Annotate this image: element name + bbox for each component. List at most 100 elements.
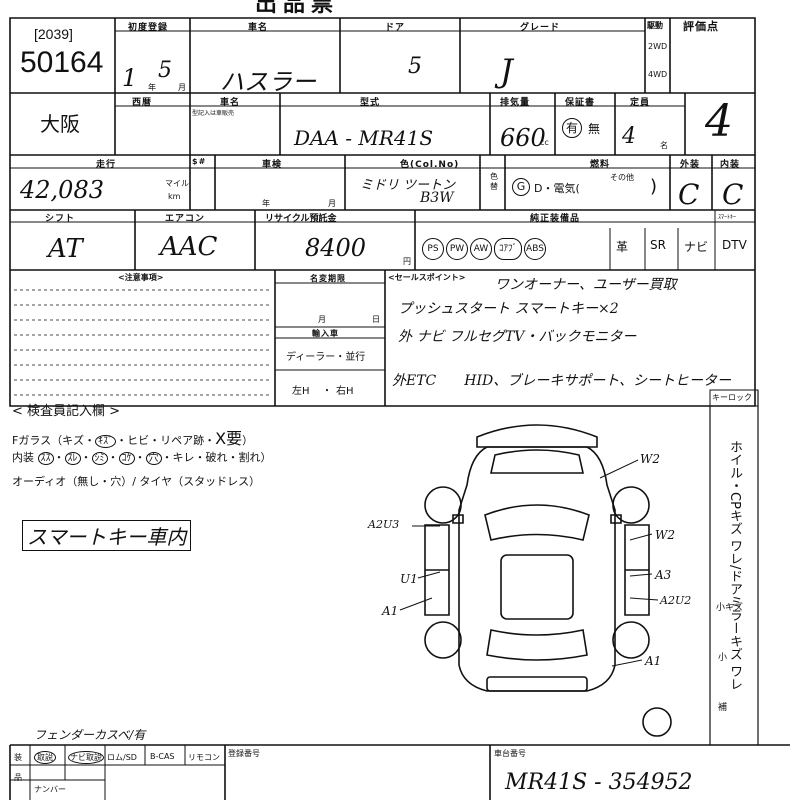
score-label: 評価点 — [683, 20, 719, 33]
cc-unit: cc — [540, 138, 549, 147]
small-scratch-label: 小キズ — [716, 603, 744, 613]
key-label: ｽﾏｰﾄｷｰ — [718, 214, 737, 221]
interior-grade: C — [722, 178, 744, 211]
hand-r: 右H — [336, 386, 354, 397]
first-reg-label: 初度登録 — [128, 23, 169, 33]
damage-right-mid: A3 — [655, 568, 672, 582]
interior-line-label: 内装 — [12, 451, 34, 464]
notes-label: <注意事項> — [118, 273, 164, 282]
exterior-label: 外装 — [680, 160, 701, 170]
sales-line-4: 外ETC HID、ブレーキサポート、シートヒーター — [392, 373, 731, 389]
interior-item-5: 穴 — [145, 452, 162, 465]
right-vertical-text: ホイル・CPキズ ワレ/ドアミラーキズ ワレ — [727, 440, 742, 691]
model-type-label: 型式 — [360, 98, 381, 108]
reg-no-label: 登録番号 — [228, 749, 260, 758]
damage-left-front: A2U3 — [368, 518, 400, 531]
interior-label: 内装 — [720, 160, 741, 170]
sheet-title: 出品票 — [255, 0, 340, 16]
equip-leather: 革 — [616, 240, 629, 254]
displacement-value: 660 — [500, 124, 546, 152]
grade-label: グレード — [520, 23, 561, 33]
damage-front: W2 — [640, 452, 660, 466]
bottom-label-2: 品 — [14, 773, 22, 782]
model-value: DAA - MR41S — [294, 126, 434, 150]
bottom-item-1: 取説 — [34, 751, 56, 764]
smart-key-box: スマートキー車内 — [22, 520, 192, 551]
f-glass-circled: ｷｽﾞ — [95, 435, 117, 448]
color-value: ミドリ ツートン — [360, 178, 456, 193]
door-value: 5 — [408, 54, 422, 79]
lot-number: 50164 — [20, 46, 104, 79]
door-label: ドア — [385, 23, 406, 33]
first-reg-month: 5 — [158, 58, 172, 83]
f-glass-label: Fガラス（キズ・ — [12, 434, 96, 447]
fuel-g: G — [512, 178, 530, 196]
f-glass-x: X要 — [215, 429, 243, 448]
chassis-no-value: MR41S - 354952 — [505, 770, 693, 795]
car-diagram — [415, 415, 660, 710]
km-unit: km — [168, 192, 181, 201]
shift-label: シフト — [45, 214, 76, 224]
dealer-label: ディーラー・並行 — [286, 352, 366, 363]
damage-left-mid: U1 — [400, 572, 418, 586]
recycle-value: 8400 — [305, 234, 367, 262]
year-unit-1: 年 — [148, 83, 156, 92]
bottom-label-1: 装 — [14, 753, 22, 762]
dot-sep: ・ — [322, 386, 332, 397]
equip-aw: AW — [470, 238, 492, 260]
car-name-value: ハスラー — [220, 68, 316, 96]
audio-line: オーディオ（無し・穴）/ タイヤ（スタッドレス） — [12, 475, 261, 488]
fuel-close-paren: ) — [650, 176, 658, 197]
color-label: 色(Col.No) — [400, 160, 460, 170]
equip-dtv: DTV — [722, 238, 747, 252]
lot-prefix: [2039] — [34, 26, 73, 42]
f-glass-rest: ・ヒビ・リペア跡・ — [116, 434, 216, 447]
warranty-no: 無 — [588, 122, 601, 136]
recycle-label: リサイクル預託金 — [265, 214, 337, 224]
import-label: 輸入車 — [312, 329, 339, 338]
capacity-unit: 名 — [660, 141, 668, 150]
chassis-no-label: 車台番号 — [494, 749, 526, 758]
equip-navi: ナビ — [684, 240, 709, 254]
interior-item-4: ｺｹ — [118, 452, 135, 465]
color-change-label: 色替 — [490, 172, 498, 191]
inspector-label: < 検査員記入欄 > — [12, 404, 121, 419]
capacity-value: 4 — [622, 124, 636, 149]
car-name-label: 車名 — [248, 23, 269, 33]
fuel-d: D・電気( — [534, 182, 580, 195]
model-name-label: 車名 — [220, 98, 241, 108]
equip-abs: ABS — [524, 238, 546, 260]
bottom-item-2: ナビ取説 — [68, 751, 104, 764]
inspection-year-unit: 年 — [262, 199, 270, 208]
equip-pw: PW — [446, 238, 468, 260]
month-unit-1: 月 — [178, 83, 186, 92]
exterior-grade: C — [678, 178, 700, 211]
drive-2wd: 2WD — [648, 42, 668, 51]
mileage-value: 42,083 — [20, 176, 104, 204]
sales-point-label: <セールスポイント> — [388, 273, 466, 282]
yen-unit: 円 — [403, 257, 411, 266]
shift-value: AT — [48, 234, 83, 264]
spare-tire — [640, 705, 674, 739]
mileage-flag: $# — [192, 157, 207, 166]
name-change-month: 月 — [318, 315, 326, 324]
grade-value: J — [500, 52, 513, 90]
first-reg-year: 1 — [122, 64, 138, 92]
damage-right-lower: A2U2 — [660, 594, 692, 607]
damage-right-upper: W2 — [655, 528, 675, 542]
drive-label: 駆動 — [647, 21, 663, 30]
hand-l: 左H — [292, 386, 310, 397]
keyless-label: キーロック — [712, 393, 752, 402]
interior-line: 内装 ｽｽ・ｽﾚ・ｼﾐ・ｺｹ・穴・キレ・破れ・割れ） — [12, 451, 272, 465]
inspection-month-unit: 月 — [328, 199, 336, 208]
bottom-note: フェンダーカスベ/有 — [34, 728, 146, 742]
fuel-other: その他 — [610, 173, 634, 182]
bottom-item-5: リモコン — [188, 753, 220, 762]
aircon-value: AAC — [160, 232, 218, 262]
repair-label: 補 — [718, 703, 728, 713]
capacity-label: 定員 — [630, 98, 651, 108]
